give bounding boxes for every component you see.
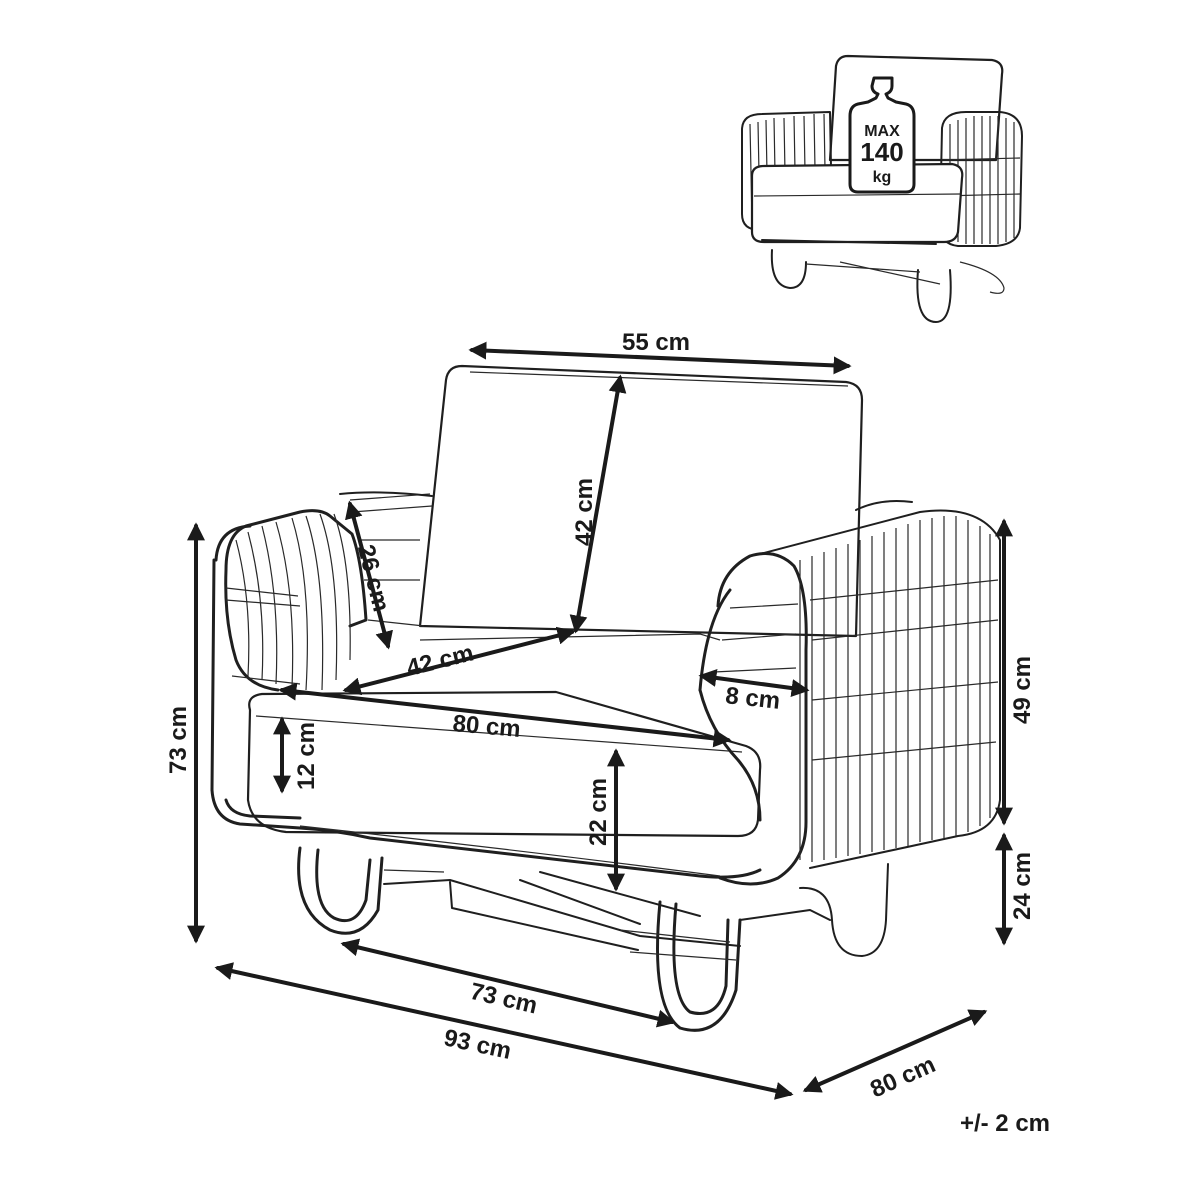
dim-armrest-to-top: 49 cm (1009, 656, 1036, 724)
dimension-arrow (802, 1009, 988, 1093)
dimension-arrows (187, 341, 1013, 1100)
dim-overall-height: 73 cm (165, 706, 192, 774)
dim-backrest-height: 42 cm (571, 478, 598, 546)
dim-base-width: 73 cm (467, 978, 539, 1020)
dim-armrest-thickness: 8 cm (724, 682, 781, 715)
dim-seat-width: 80 cm (452, 710, 522, 743)
dim-cushion-thickness: 12 cm (293, 722, 320, 790)
dimension-arrow (698, 669, 810, 697)
weight-max-label: MAX (864, 123, 900, 140)
dimension-arrow (342, 626, 576, 696)
dim-backrest-width: 55 cm (622, 329, 690, 356)
dim-armrest-height: 26 cm (352, 542, 395, 615)
dimension-arrow (345, 500, 393, 650)
weight-unit-label: kg (873, 169, 892, 186)
dim-seat-height: 22 cm (585, 778, 612, 846)
dimension-arrow (468, 341, 852, 375)
dimension-arrow (214, 962, 794, 1100)
weight-icon: MAX 140 kg (848, 76, 916, 194)
dimension-arrow (569, 374, 627, 634)
dimension-arrow (278, 682, 732, 748)
dim-seat-depth: 42 cm (404, 639, 477, 682)
tolerance-note: +/- 2 cm (959, 1110, 1050, 1137)
dim-base-height: 24 cm (1009, 852, 1036, 920)
thumbnail-chair: MAX 140 kg (741, 54, 1023, 323)
weight-value-label: 140 (860, 137, 903, 167)
